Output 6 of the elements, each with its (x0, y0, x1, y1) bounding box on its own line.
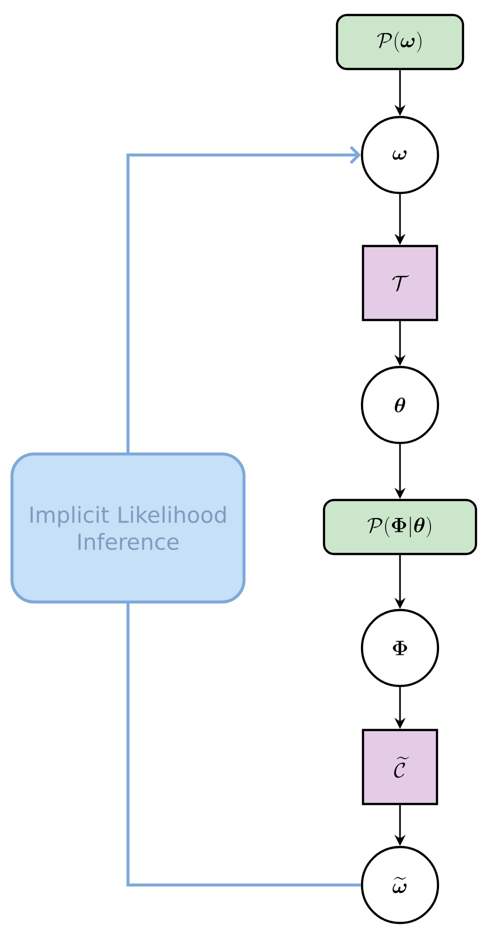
distribution-box: $\mathcal{P}(\boldsymbol{\Phi}|\boldsymbol{\theta})$ (322, 498, 478, 556)
operator-box: $\widetilde{\mathcal{C}}$ (362, 728, 438, 806)
operator-box: $\mathcal{T}$ (362, 244, 438, 322)
distribution-box: $\mathcal{P}(\boldsymbol{\omega})$ (336, 14, 464, 70)
arrow (126, 146, 361, 452)
inference-box: Implicit Likelihood Inference (10, 452, 246, 604)
